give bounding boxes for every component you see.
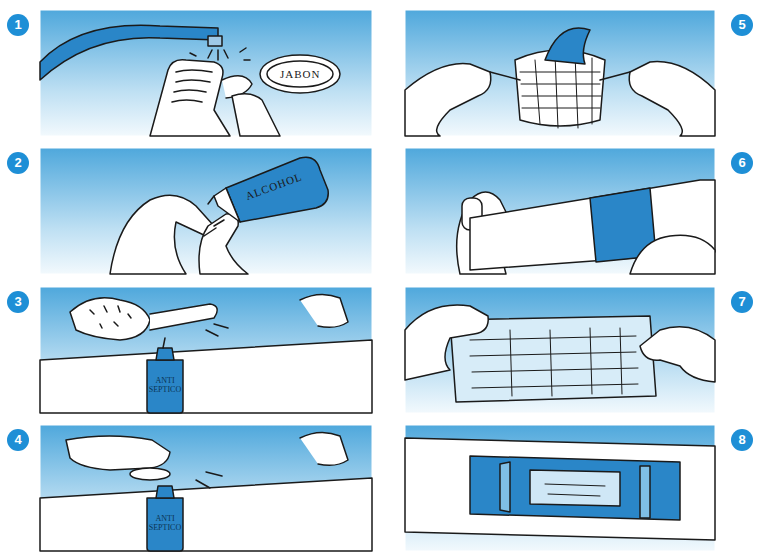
callout-number: 6 xyxy=(731,152,753,174)
callout-number: 8 xyxy=(731,429,753,451)
callout-number: 4 xyxy=(7,429,29,451)
panel xyxy=(405,425,715,551)
washing-hands xyxy=(40,25,340,136)
applying-antiseptic xyxy=(40,432,372,551)
panel xyxy=(40,287,372,413)
bottle-label: ANTI SEPTICO xyxy=(147,376,183,394)
callout-number: 5 xyxy=(731,14,753,36)
panel xyxy=(405,148,715,274)
soap-label: JABON xyxy=(280,68,320,80)
panel xyxy=(40,425,372,551)
callout-number: 2 xyxy=(7,152,29,174)
callout-number: 1 xyxy=(7,14,29,36)
disinfecting-hands xyxy=(110,157,328,274)
panel xyxy=(405,287,715,413)
adhesive-tape xyxy=(457,180,715,274)
cleaning-wound xyxy=(40,294,372,413)
callout-number: 3 xyxy=(7,291,29,313)
callout-number: 7 xyxy=(731,291,753,313)
panel xyxy=(40,148,372,274)
panel xyxy=(40,10,372,136)
bottle-label: ANTI SEPTICO xyxy=(147,514,183,532)
panel xyxy=(405,10,715,136)
gauze-dressing xyxy=(405,305,715,402)
bandaged-arm xyxy=(405,438,715,540)
gauze-pad xyxy=(405,28,715,136)
